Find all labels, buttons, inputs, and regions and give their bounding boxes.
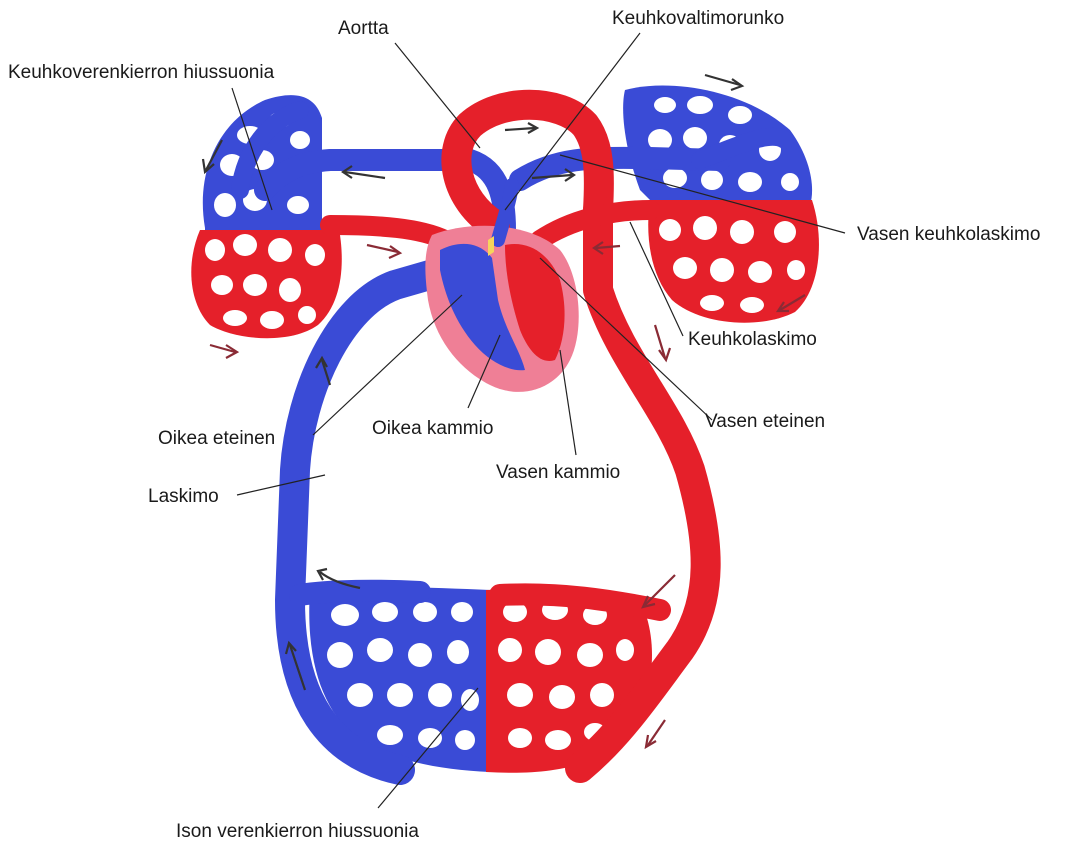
label-pulmonary-trunk: Keuhkovaltimorunko: [612, 8, 784, 29]
label-aorta: Aortta: [338, 18, 389, 39]
label-right-ventricle: Oikea kammio: [372, 418, 493, 439]
label-right-atrium: Oikea eteinen: [158, 428, 275, 449]
heart: [425, 185, 578, 392]
label-pulmonary-capillaries: Keuhkoverenkierron hiussuonia: [8, 62, 275, 83]
label-left-atrium: Vasen eteinen: [705, 411, 825, 432]
label-left-pulmonary-vein: Vasen keuhkolaskimo: [857, 224, 1040, 245]
label-systemic-capillaries: Ison verenkierron hiussuonia: [176, 821, 419, 842]
label-left-ventricle: Vasen kammio: [496, 462, 620, 483]
label-vein: Laskimo: [148, 486, 219, 507]
label-pulmonary-vein: Keuhkolaskimo: [688, 329, 817, 350]
